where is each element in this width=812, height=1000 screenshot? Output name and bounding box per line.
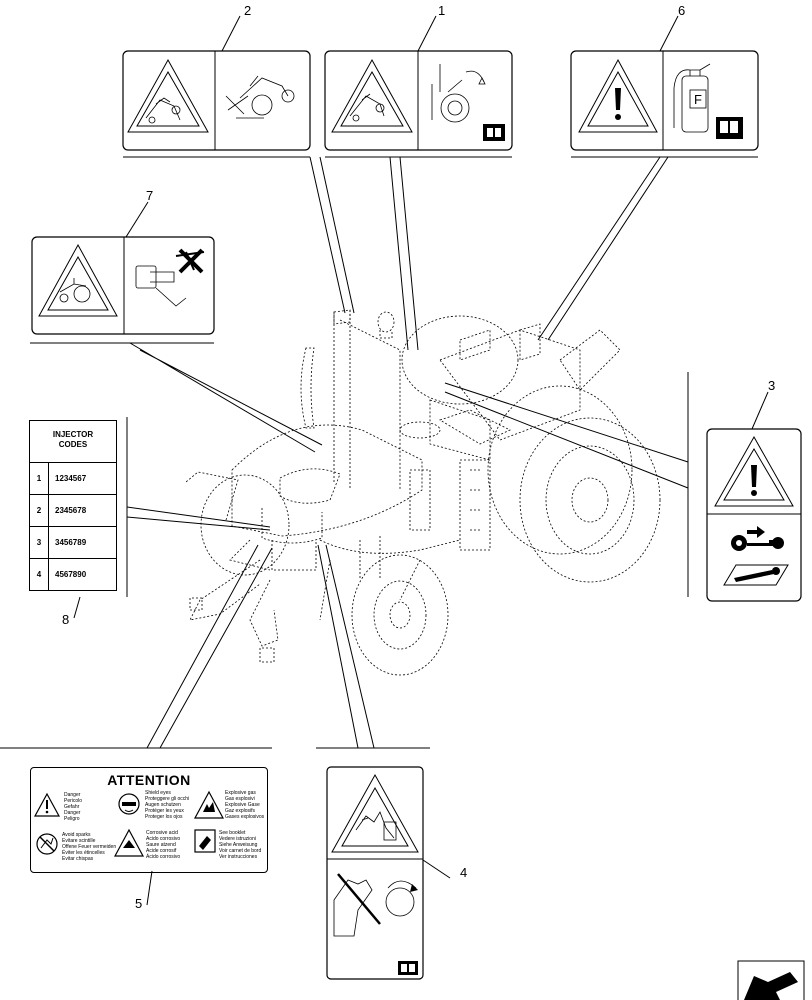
attention-icons (33, 790, 225, 857)
manual-book-icon (483, 124, 505, 141)
injector-table-title: INJECTOR (52, 430, 94, 439)
injector-table-header: INJECTOR CODES (30, 421, 116, 463)
injector-table-subtitle: CODES (58, 440, 88, 449)
ignition-key-icon (731, 526, 784, 551)
manual-book-icon (716, 117, 743, 139)
rotating-wheel-icon (431, 64, 486, 123)
corrosive-acid-icon (113, 828, 145, 857)
danger-text: Danger Pericolo Gefahr Danger Peligro (64, 792, 83, 822)
tractor-rollover-icon (331, 58, 413, 133)
see-booklet-text: See booklet Vedere istruzioni Siehe Anwe… (219, 830, 262, 860)
warning-triangle-icon (578, 58, 658, 133)
fire-extinguisher-icon: F (673, 63, 711, 133)
avoid-sparks-text: Avoid sparks Evitare scintille Offene Fe… (62, 832, 117, 862)
row-code: 3456789 (55, 538, 87, 547)
warning-triangle-icon (127, 58, 209, 133)
decal-2 (122, 50, 311, 151)
table-row: 4 4567890 (30, 559, 116, 590)
callout-6: 6 (678, 3, 685, 18)
decal-4 (326, 766, 424, 980)
warning-triangle-icon (38, 243, 118, 317)
pto-no-touch-icon (135, 248, 205, 307)
shield-eyes-text: Shield eyes Proteggere gli occhi Augen s… (145, 790, 190, 820)
tractor-illustration (185, 309, 661, 676)
decal-7 (31, 236, 215, 335)
tractor-loader-icon (225, 75, 295, 119)
callout-4: 4 (460, 865, 467, 880)
row-code: 4567890 (55, 570, 87, 579)
explosive-gas-text: Explosive gas Gas esplosivi Explosive Ga… (225, 790, 265, 820)
warning-triangle-icon (331, 773, 419, 853)
navigation-arrow-icon[interactable] (737, 960, 805, 1000)
row-code: 1234567 (55, 474, 87, 483)
wrench-manual-icon (723, 564, 789, 586)
warning-triangle-icon (714, 435, 794, 507)
row-index: 4 (30, 559, 49, 590)
callout-5: 5 (135, 896, 142, 911)
decal-1 (324, 50, 513, 151)
decal-3 (706, 428, 802, 602)
svg-text:F: F (694, 92, 702, 107)
table-row: 2 2345678 (30, 495, 116, 527)
callout-8: 8 (62, 612, 69, 627)
table-row: 3 3456789 (30, 527, 116, 559)
attention-title: ATTENTION (107, 772, 191, 788)
callout-7: 7 (146, 188, 153, 203)
explosion-warning-icon (193, 790, 225, 819)
injector-codes-table: INJECTOR CODES 1 1234567 2 2345678 3 345… (29, 420, 117, 591)
row-index: 1 (30, 463, 49, 494)
no-sparks-icon (36, 833, 58, 855)
manual-book-icon (398, 961, 418, 975)
decal-6: F (570, 50, 759, 151)
warning-triangle-icon (33, 792, 61, 817)
corrosive-acid-text: Corrosive acid Acido corrosivo Saure atz… (146, 830, 181, 860)
manual-book-icon (194, 829, 216, 853)
leader-lines (0, 15, 769, 906)
eye-shield-icon (118, 793, 140, 815)
callout-2: 2 (244, 3, 251, 18)
table-row: 1 1234567 (30, 463, 116, 495)
row-index: 3 (30, 527, 49, 558)
attention-decal: ATTENTION Danger (30, 767, 268, 873)
callout-1: 1 (438, 3, 445, 18)
row-index: 2 (30, 495, 49, 526)
callout-3: 3 (768, 378, 775, 393)
row-code: 2345678 (55, 506, 87, 515)
no-hands-fan-icon (333, 873, 418, 937)
